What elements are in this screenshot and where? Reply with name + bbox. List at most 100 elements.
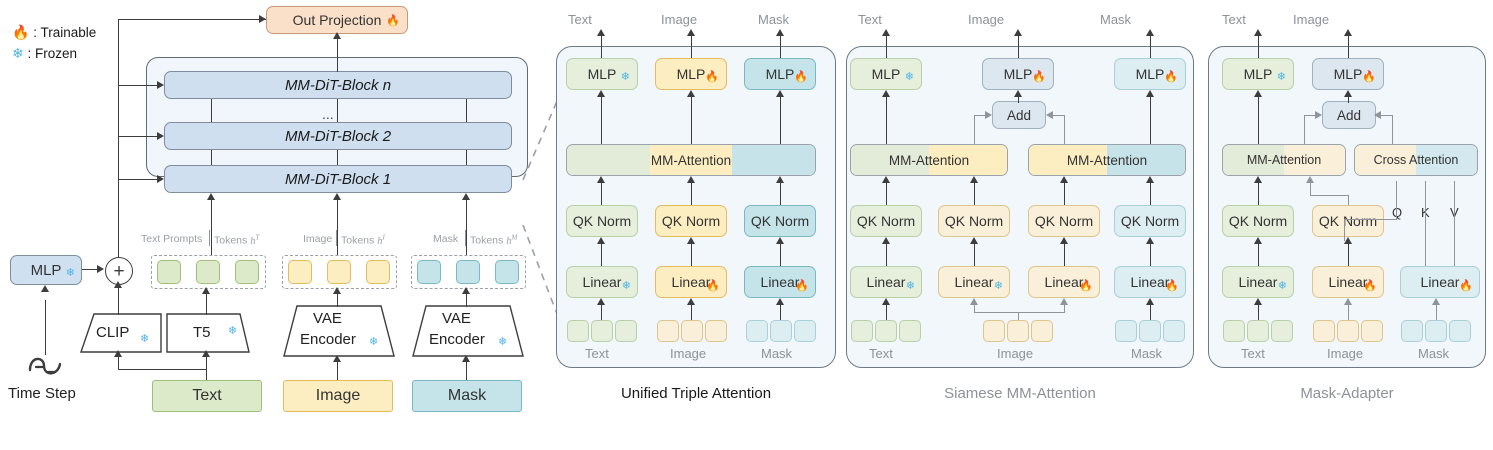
p1-qknorm-image[interactable]: QK Norm (655, 205, 727, 237)
p2-lin3-to-qk-arrow (1060, 237, 1068, 244)
p1-lin-to-qk-image-arrow (687, 237, 695, 244)
p1-mlp-text[interactable]: MLP ❄ (566, 58, 638, 90)
vae-encoder-mask-shape[interactable] (412, 305, 524, 357)
p3-qknorm-2[interactable]: QK Norm (1312, 205, 1384, 237)
p3-qk1-to-attn-arrow (1254, 176, 1262, 183)
p2-add-box[interactable]: Add (992, 101, 1046, 129)
p2-image-token-left-riser (974, 303, 976, 313)
p2-mlp-text[interactable]: MLP ❄ (850, 58, 922, 90)
p3-mlp-image[interactable]: MLP 🔥 (1312, 58, 1384, 90)
p2-linear-1[interactable]: Linear ❄ (850, 266, 922, 298)
mm-dit-block-n[interactable]: MM-DiT-Block n (164, 71, 512, 99)
p1-mlp-mask[interactable]: MLP 🔥 (744, 58, 816, 90)
p1-token-text-3 (615, 320, 637, 342)
p2-mm-attention-left[interactable]: MM-Attention (850, 144, 1008, 176)
token-label-divider (336, 230, 338, 246)
out-projection-box[interactable]: Out Projection 🔥 (266, 6, 408, 34)
p1-mlp-image[interactable]: MLP 🔥 (655, 58, 727, 90)
text-input-label: Text (192, 387, 222, 404)
p3-out-arrow-image (1344, 29, 1352, 36)
p2-qk4-to-attn-arrow (1146, 176, 1154, 183)
p2-image-token-left-arrow (970, 298, 978, 305)
mask-input-box[interactable]: Mask (412, 380, 522, 412)
p2-lin4-to-qk-arrow (1146, 237, 1154, 244)
p1-linear-mask[interactable]: Linear 🔥 (744, 266, 816, 298)
p2-linear-4[interactable]: Linear 🔥 (1114, 266, 1186, 298)
timestep-to-mlp-line (45, 300, 47, 355)
p2-attn-to-mlp-text (886, 95, 888, 145)
p1-qknorm-mask-label: QK Norm (750, 213, 810, 229)
p1-mlp-text-label: MLP (587, 66, 617, 82)
image-input-box[interactable]: Image (283, 380, 393, 412)
p1-output-text: Text (568, 12, 592, 27)
flame-icon: 🔥 (1165, 280, 1179, 292)
token-label-divider (465, 230, 467, 246)
mm-dit-block-2[interactable]: MM-DiT-Block 2 (164, 122, 512, 150)
snowflake-icon: ❄ (369, 336, 379, 348)
clip-encoder-shape[interactable] (80, 313, 162, 353)
flame-icon: 🔥 (12, 24, 30, 40)
p1-token-image-3 (705, 320, 727, 342)
p2-qknorm-3[interactable]: QK Norm (1028, 205, 1100, 237)
p2-token-image-1 (983, 320, 1005, 342)
p1-qknorm-mask[interactable]: QK Norm (744, 205, 816, 237)
p3-add-box[interactable]: Add (1322, 101, 1376, 129)
p1-qk-to-attn-mask (780, 181, 782, 207)
timestep-mlp-box[interactable]: MLP ❄ (10, 255, 82, 285)
mm-dit-block-1[interactable]: MM-DiT-Block 1 (164, 165, 512, 193)
text-input-box[interactable]: Text (152, 380, 262, 412)
p2-qknorm-2-label: QK Norm (944, 213, 1004, 229)
p1-out-arrow-image (687, 29, 695, 36)
p3-linear-mask[interactable]: Linear 🔥 (1400, 266, 1480, 298)
p2-token-mask-2 (1139, 320, 1161, 342)
vae-encoder-image-shape[interactable] (283, 305, 395, 357)
p3-cross-attention-bar[interactable]: Cross Attention (1354, 144, 1478, 176)
p1-linear-image[interactable]: Linear 🔥 (655, 266, 727, 298)
p3-mm-attention-bar[interactable]: MM-Attention (1222, 144, 1346, 176)
timestep-branch-n (118, 85, 160, 87)
p3-token-mask-3 (1449, 320, 1471, 342)
text-token-3 (235, 260, 259, 284)
image-input-label: Image (315, 387, 361, 404)
snowflake-icon: ❄ (228, 325, 238, 337)
p1-input-text: Text (585, 346, 609, 361)
p2-qknorm-2[interactable]: QK Norm (938, 205, 1010, 237)
p2-linear-2[interactable]: Linear ❄ (938, 266, 1010, 298)
p2-out-arrow-image (1014, 29, 1022, 36)
p2-mlp-mask[interactable]: MLP 🔥 (1114, 58, 1186, 90)
text-token-2 (196, 260, 220, 284)
p3-mlp-text[interactable]: MLP ❄ (1222, 58, 1294, 90)
p2-left-to-add-line (974, 115, 988, 117)
p3-left-to-add-riser (1304, 115, 1306, 145)
p1-qknorm-text[interactable]: QK Norm (566, 205, 638, 237)
t5-encoder-shape[interactable] (166, 313, 250, 353)
mask-input-label: Mask (447, 387, 487, 404)
p2-qk4-to-attn (1150, 181, 1152, 207)
p1-output-mask: Mask (758, 12, 790, 27)
p1-linear-text[interactable]: Linear ❄ (566, 266, 638, 298)
flame-icon: 🔥 (1032, 71, 1046, 83)
p3-q-line (1396, 181, 1398, 220)
p2-linear-3[interactable]: Linear 🔥 (1028, 266, 1100, 298)
p2-mm-attention-right[interactable]: MM-Attention (1028, 144, 1186, 176)
p1-token-text-2 (591, 320, 613, 342)
timestep-branch-2-arrow (157, 132, 164, 140)
p1-token-image-1 (657, 320, 679, 342)
p2-qk2-to-attn (974, 181, 976, 207)
p2-linear-2-label: Linear (954, 274, 994, 290)
p1-lin-to-qk-text (601, 242, 603, 268)
timestep-bus-line (118, 19, 120, 269)
vae-mask-to-tokens-arrow (462, 287, 470, 294)
p1-mm-attention-bar[interactable]: MM-Attention (566, 144, 816, 176)
p2-mlp-image[interactable]: MLP 🔥 (982, 58, 1054, 90)
p1-qk-to-attn-image-arrow (687, 176, 695, 183)
p2-right-to-add-line (1052, 115, 1065, 117)
p2-qknorm-4[interactable]: QK Norm (1114, 205, 1186, 237)
p3-linear-image[interactable]: Linear 🔥 (1312, 266, 1384, 298)
mm-dit-ellipsis: ... (322, 106, 334, 122)
p3-linear-text[interactable]: Linear ❄ (1222, 266, 1294, 298)
p3-qknorm-1[interactable]: QK Norm (1222, 205, 1294, 237)
p2-right-to-add-riser (1064, 115, 1066, 145)
p1-caption: Unified Triple Attention (620, 385, 772, 402)
p2-qknorm-1[interactable]: QK Norm (850, 205, 922, 237)
